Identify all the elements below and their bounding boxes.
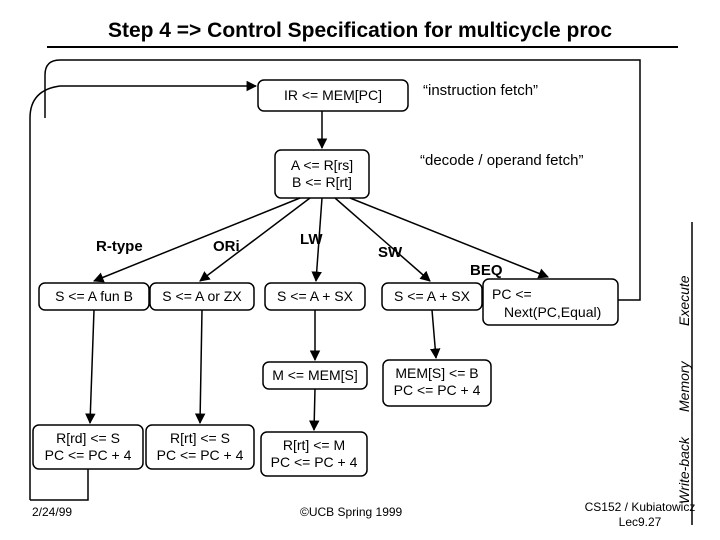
state-decode-a: A <= R[rs] — [290, 157, 354, 173]
state-sw-mem-line1: MEM[S] <= B — [395, 365, 479, 381]
footer-lecture: Lec9.27 — [618, 515, 662, 529]
state-fetch: IR <= MEM[PC] — [283, 87, 383, 103]
branch-label-rtype: R-type — [96, 238, 143, 255]
state-box-beq — [482, 278, 619, 326]
branch-label-ori: ORi — [213, 238, 240, 255]
side-label-memory: Memory — [676, 361, 692, 412]
edge-sw-exec-mem — [429, 309, 441, 360]
state-rtype-wb-line1: R[rd] <= S — [56, 430, 120, 446]
side-label-execute: Execute — [676, 275, 692, 326]
footer-copyright: ©UCB Spring 1999 — [300, 505, 403, 519]
edge-rtype-exec-wb — [85, 309, 96, 425]
edge-beq-return — [44, 59, 641, 301]
edge-decode-sw — [334, 197, 431, 282]
edge-decode-lw — [311, 197, 323, 283]
state-rtype-wb-line2: PC <= PC + 4 — [44, 447, 132, 463]
branch-label-lw: LW — [300, 231, 323, 248]
edge-ori-exec-wb — [194, 309, 206, 425]
state-lw-mem: M <= MEM[S] — [272, 367, 358, 383]
state-ori-exec: S <= A or ZX — [162, 288, 242, 304]
state-box-sw-mem — [382, 359, 492, 407]
annotation-instruction-fetch: “instruction fetch” — [423, 82, 539, 99]
edge-lw-mem-wb — [308, 388, 320, 432]
edge-decode-ori — [199, 197, 311, 282]
state-box-ori-wb — [145, 424, 255, 470]
footer-date: 2/24/99 — [32, 505, 73, 519]
state-sw-exec: S <= A + SX — [394, 288, 470, 304]
state-beq-line1: PC <= — [492, 286, 532, 302]
state-lw-wb-line2: PC <= PC + 4 — [270, 454, 358, 470]
state-ori-wb-line1: R[rt] <= S — [170, 430, 230, 446]
edge-return-to-fetch — [29, 80, 258, 500]
side-label-writeback: Write-back — [676, 437, 692, 504]
state-lw-exec: S <= A + SX — [277, 288, 353, 304]
edge-decode-rtype — [93, 197, 301, 283]
state-ori-wb-line2: PC <= PC + 4 — [156, 447, 244, 463]
edge-decode-beq — [349, 197, 549, 279]
title-underline — [47, 46, 678, 48]
edge-rtype-wb-return — [30, 469, 89, 501]
state-box-lw-wb — [260, 431, 368, 477]
state-rtype-exec: S <= A fun B — [55, 288, 133, 304]
branch-label-sw: SW — [378, 244, 403, 261]
annotation-decode: “decode / operand fetch” — [420, 152, 584, 169]
branch-label-beq: BEQ — [470, 262, 503, 279]
page-title: Step 4 => Control Specification for mult… — [107, 19, 613, 42]
state-beq-line2: Next(PC,Equal) — [504, 304, 602, 320]
state-sw-mem-line2: PC <= PC + 4 — [393, 382, 481, 398]
footer-course: CS152 / Kubiatowicz — [584, 500, 696, 514]
state-decode-b: B <= R[rt] — [292, 174, 352, 190]
state-lw-wb-line1: R[rt] <= M — [282, 437, 346, 453]
state-box-fetch — [257, 79, 409, 112]
